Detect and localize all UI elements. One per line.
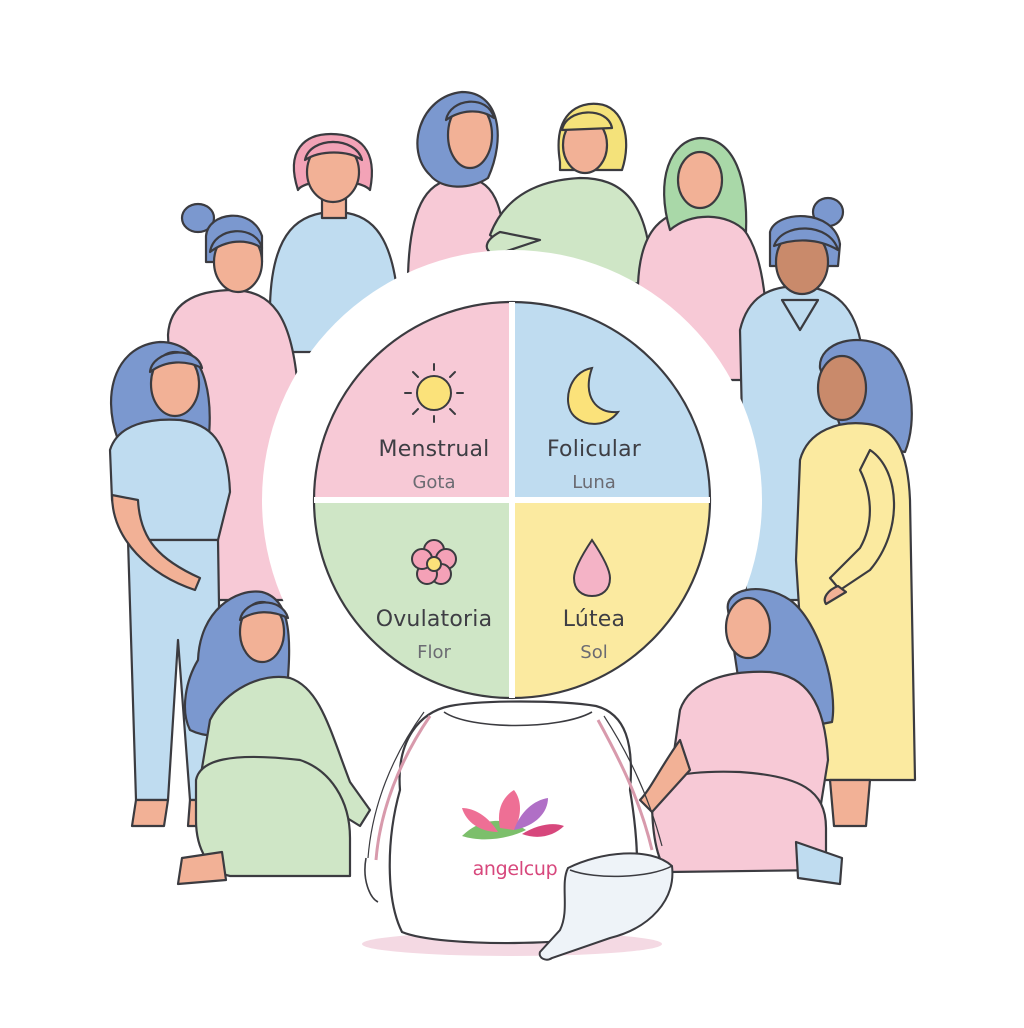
phase-menstrual-symbol: Gota [412, 472, 456, 493]
quadrant-lutea [512, 500, 710, 698]
brand-name: angelcup [472, 858, 558, 880]
phase-lutea-name: Lútea [562, 607, 626, 632]
person-back-left-blue [268, 132, 400, 354]
phase-menstrual: Menstrual Gota [334, 437, 534, 493]
phase-menstrual-name: Menstrual [378, 437, 490, 462]
phase-lutea-symbol: Sol [580, 642, 608, 663]
flower-icon [411, 539, 457, 585]
phase-folicular: Folicular Luna [494, 437, 694, 493]
phase-lutea: Lútea Sol [494, 607, 694, 663]
sun-icon [404, 363, 464, 423]
phase-ovulatoria-symbol: Flor [417, 642, 451, 663]
phase-ovulatoria: Ovulatoria Flor [334, 607, 534, 663]
person-left-kneeling-green [176, 590, 372, 886]
quadrant-menstrual [314, 302, 512, 500]
phase-folicular-symbol: Luna [572, 472, 616, 493]
person-right-kneeling-pink [638, 588, 844, 886]
quadrant-folicular [512, 302, 710, 500]
phase-wheel [262, 250, 762, 750]
drop-icon [572, 538, 612, 598]
quadrant-ovulatoria [314, 500, 512, 698]
phase-folicular-name: Folicular [546, 437, 642, 462]
person-back-center-pink [406, 90, 508, 277]
moon-icon [567, 366, 621, 425]
phase-ovulatoria-name: Ovulatoria [375, 607, 493, 632]
lotus-logo [462, 790, 564, 840]
menstrual-cup [538, 852, 674, 961]
person-left-standing-blue [108, 340, 232, 828]
